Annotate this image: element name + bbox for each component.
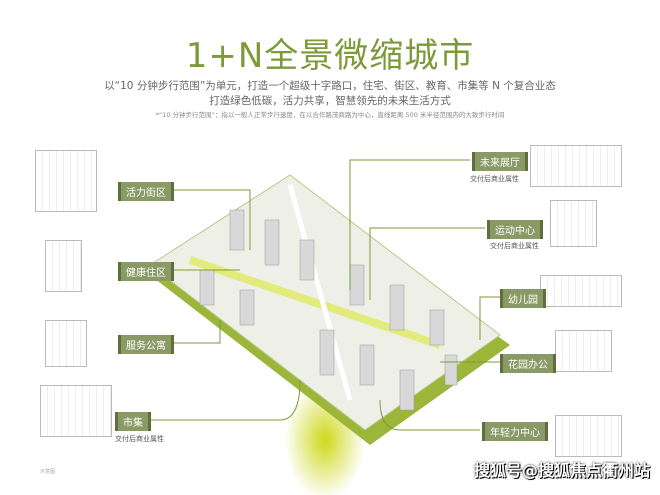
market-illustration — [40, 385, 112, 437]
label-vitality-street: 活力街区 — [118, 182, 174, 201]
office-illustration — [555, 330, 612, 372]
street-illustration — [35, 150, 97, 212]
label-market: 市集 — [115, 412, 151, 431]
label-health-residence: 健康住区 — [118, 262, 174, 281]
market-note: 交付后商业属性 — [115, 435, 164, 443]
label-sports-center: 运动中心 — [487, 220, 543, 239]
watermark: 搜狐号@搜狐焦点衢州站 — [473, 461, 650, 480]
label-kindergarten: 幼儿园 — [500, 289, 546, 308]
subtitle-line1: 以“10 分钟步行范围”为单元，打造一个超级十字路口，住宅、街区、教育、市集等 … — [104, 80, 556, 92]
sports-note: 交付后商业属性 — [490, 242, 539, 250]
showroom-illustration — [530, 145, 622, 187]
apartment-illustration — [45, 320, 87, 367]
road — [287, 184, 353, 401]
light-axis — [188, 256, 442, 349]
showroom-note: 交付后商业属性 — [470, 175, 519, 183]
sports-illustration — [550, 200, 597, 247]
label-youth-center: 年轻力中心 — [482, 422, 548, 441]
youth-center-illustration — [555, 415, 622, 457]
label-service-apartment: 服务公寓 — [118, 335, 174, 354]
residence-illustration — [45, 240, 82, 292]
subtitle-line2: 打造绿色低碳，活力共享，智慧领先的未来生活方式 — [209, 95, 451, 107]
footnote: *“10 分钟步行范围”：指以一般人正常步行速度，在以合作路茂商路为中心，直线距… — [155, 111, 505, 119]
corner-text: 示意图 — [40, 469, 56, 475]
kindergarten-illustration — [540, 275, 622, 307]
label-garden-office: 花园办公 — [500, 354, 556, 373]
label-future-showroom: 未来展厅 — [472, 152, 528, 171]
page-title: 1+N全景微缩城市 — [185, 36, 475, 76]
